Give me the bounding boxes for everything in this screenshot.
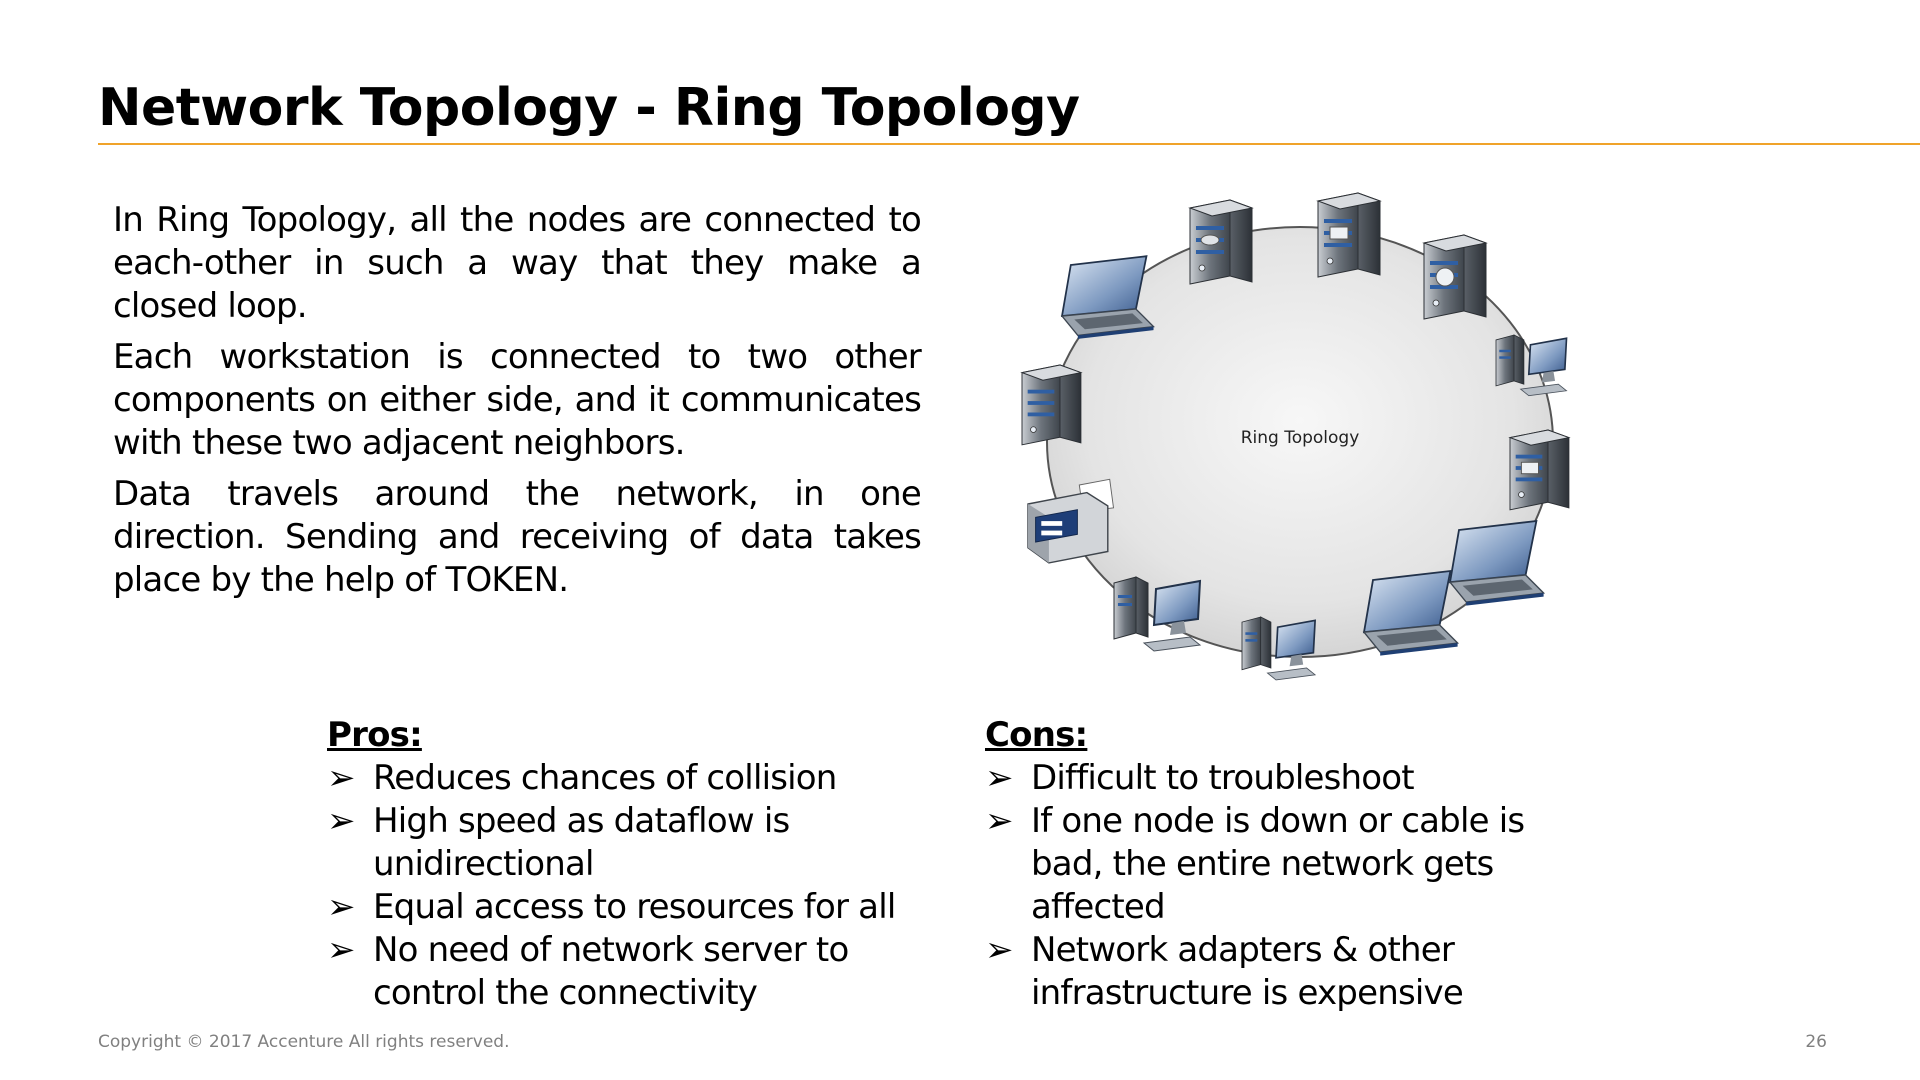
arrow-bullet-icon: ➢ <box>327 758 356 798</box>
arrow-bullet-icon: ➢ <box>985 930 1014 970</box>
pros-item: ➢ No need of network server to control th… <box>327 929 927 1015</box>
server-disk-icon <box>1189 199 1253 285</box>
server-mail-icon <box>1317 192 1381 278</box>
server-mail-icon <box>1509 429 1570 511</box>
arrow-bullet-icon: ➢ <box>985 758 1014 798</box>
copyright-footer: Copyright © 2017 Accenture All rights re… <box>98 1032 510 1052</box>
desktop-workstation-icon <box>1113 576 1201 652</box>
intro-paragraph: Each workstation is connected to two oth… <box>113 337 922 463</box>
arrow-bullet-icon: ➢ <box>327 801 356 841</box>
pros-item-text: Reduces chances of collision <box>373 758 837 798</box>
pros-section: Pros: ➢ Reduces chances of collision ➢ Hig… <box>327 714 927 1015</box>
intro-text: In Ring Topology, all the nodes are conn… <box>113 199 922 610</box>
cons-item: ➢ Network adapters & other infrastructure… <box>985 929 1545 1015</box>
server-globe-icon <box>1423 234 1487 320</box>
cons-item: ➢ If one node is down or cable is bad, th… <box>985 800 1545 929</box>
pros-item-text: Equal access to resources for all <box>373 887 896 927</box>
cons-section: Cons: ➢ Difficult to troubleshoot ➢ If one… <box>985 714 1545 1015</box>
arrow-bullet-icon: ➢ <box>327 930 356 970</box>
pros-list: ➢ Reduces chances of collision ➢ High spee… <box>327 757 927 1015</box>
ring-topology-diagram: Ring Topology <box>1021 192 1570 681</box>
intro-paragraph: Data travels around the network, in one … <box>113 474 922 600</box>
pros-item: ➢ Reduces chances of collision <box>327 757 927 800</box>
pros-item: ➢ Equal access to resources for all <box>327 886 927 929</box>
arrow-bullet-icon: ➢ <box>327 887 356 927</box>
pros-item: ➢ High speed as dataflow is unidirectiona… <box>327 800 927 886</box>
cons-item-text: If one node is down or cable is bad, the… <box>1031 801 1525 927</box>
server-tower-icon <box>1021 364 1082 446</box>
title-underline <box>98 143 1920 145</box>
pros-item-text: No need of network server to control the… <box>373 930 849 1013</box>
cons-item: ➢ Difficult to troubleshoot <box>985 757 1545 800</box>
arrow-bullet-icon: ➢ <box>985 801 1014 841</box>
slide-title: Network Topology - Ring Topology <box>98 78 1080 138</box>
cons-item-text: Network adapters & other infrastructure … <box>1031 930 1464 1013</box>
cons-item-text: Difficult to troubleshoot <box>1031 758 1415 798</box>
pros-heading: Pros: <box>327 715 423 755</box>
ring-topology-label: Ring Topology <box>1241 428 1360 448</box>
laptop-icon <box>1449 520 1545 607</box>
cons-heading: Cons: <box>985 715 1088 755</box>
intro-paragraph: In Ring Topology, all the nodes are conn… <box>113 200 922 326</box>
pros-item-text: High speed as dataflow is unidirectional <box>373 801 790 884</box>
cons-list: ➢ Difficult to troubleshoot ➢ If one node … <box>985 757 1545 1015</box>
desktop-workstation-icon <box>1241 616 1316 681</box>
page-number: 26 <box>1805 1032 1827 1052</box>
